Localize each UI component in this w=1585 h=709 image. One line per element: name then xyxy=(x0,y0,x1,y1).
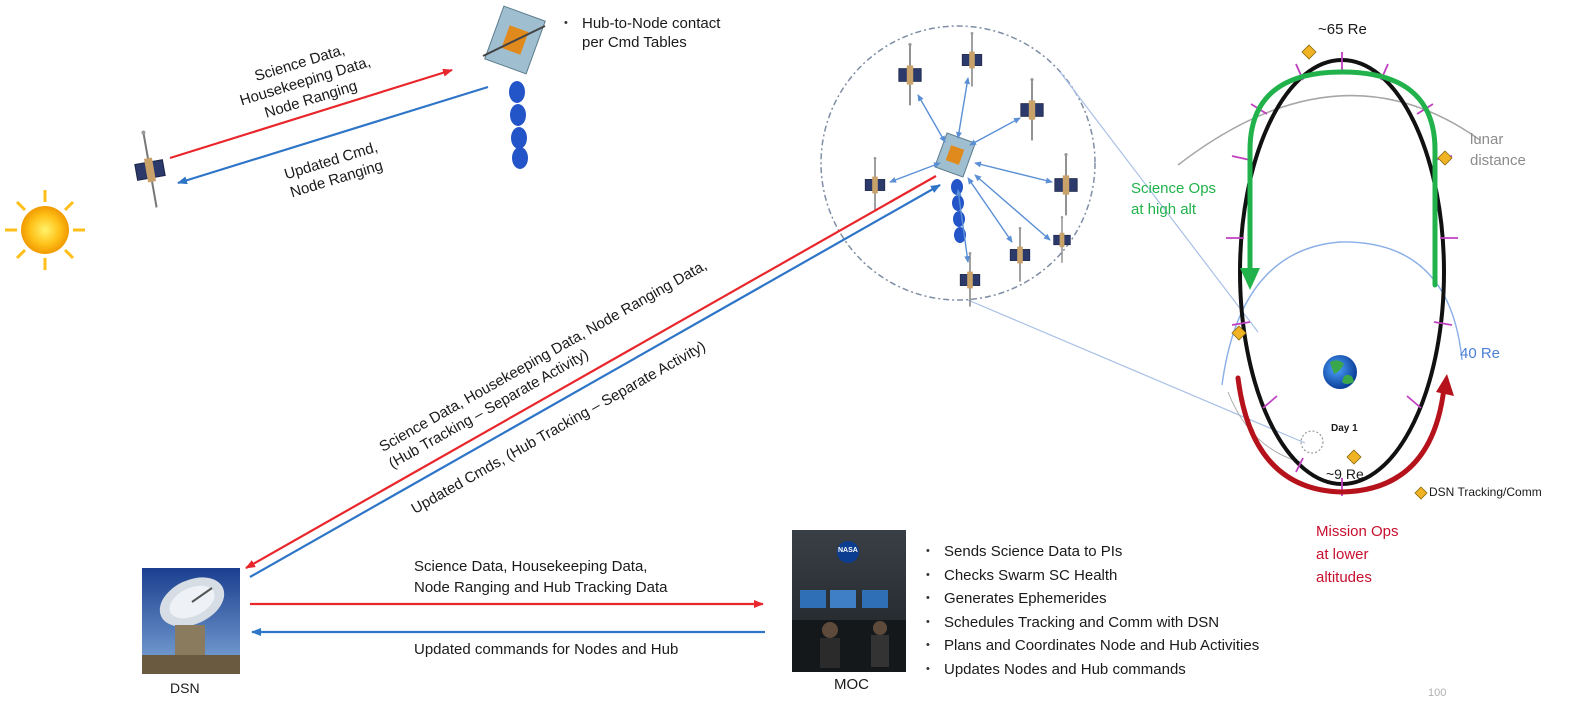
ground-uplink-label: Updated commands for Nodes and Hub xyxy=(414,641,679,658)
orbit-ellipse xyxy=(1238,58,1446,486)
moc-task-item: Sends Science Data to PIs xyxy=(922,540,1259,564)
top-downlink-arrow xyxy=(169,68,453,160)
moc-task-item: Updates Nodes and Hub commands xyxy=(922,658,1259,682)
mission-ops-arrow xyxy=(1235,375,1447,495)
hub-note-item: Hub-to-Node contact per Cmd Tables xyxy=(560,14,720,52)
dsn-antenna-image xyxy=(142,568,240,674)
mission-ops-label: Mission Ops at lower altitudes xyxy=(1316,523,1399,586)
lunar-distance-label: lunar distance xyxy=(1470,131,1526,169)
center-downlink-arrow xyxy=(245,175,937,569)
science-ops-arrow xyxy=(1247,69,1438,288)
center-uplink-arrow xyxy=(249,184,941,578)
perigee-label: ~9 Re xyxy=(1326,466,1364,482)
dsn-diamond-4 xyxy=(1346,449,1362,465)
moc-label: MOC xyxy=(834,676,869,693)
dsn-diamond-1 xyxy=(1301,44,1317,60)
moc-logo-text: NASA xyxy=(838,547,858,554)
moc-task-item: Schedules Tracking and Comm with DSN xyxy=(922,611,1259,635)
orbit-diagram xyxy=(1177,44,1481,500)
node-satellite-icon xyxy=(128,127,172,211)
dsn-diamond-3 xyxy=(1231,325,1247,341)
moc-control-room-image xyxy=(792,530,906,672)
hub-satellite-icon xyxy=(482,5,546,169)
page-number: 100 xyxy=(1428,687,1447,699)
moc-task-list: Sends Science Data to PIs Checks Swarm S… xyxy=(922,540,1259,681)
hub-note-list: Hub-to-Node contact per Cmd Tables xyxy=(560,14,720,52)
moc-task-item: Plans and Coordinates Node and Hub Activ… xyxy=(922,634,1259,658)
radius-label: 40 Re xyxy=(1460,345,1501,362)
ground-downlink-label: Science Data, Housekeeping Data, Node Ra… xyxy=(414,558,668,596)
dsn-diamond-2 xyxy=(1437,150,1453,166)
day-1-label: Day 1 xyxy=(1331,423,1358,434)
legend-label: DSN Tracking/Comm xyxy=(1429,485,1542,499)
earth-icon xyxy=(1323,355,1357,389)
top-uplink-arrow xyxy=(177,85,489,185)
dsn-label: DSN xyxy=(170,680,200,696)
moc-task-item: Checks Swarm SC Health xyxy=(922,564,1259,588)
legend-diamond-icon xyxy=(1414,486,1428,500)
sun-icon xyxy=(5,190,85,270)
science-ops-label: Science Ops at high alt xyxy=(1131,180,1217,218)
moc-task-item: Generates Ephemerides xyxy=(922,587,1259,611)
swarm-cluster xyxy=(820,25,1306,444)
apogee-label: ~65 Re xyxy=(1318,21,1367,38)
